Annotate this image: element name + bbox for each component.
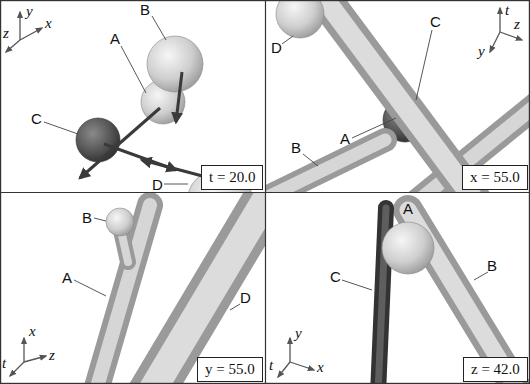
object-label: B (140, 2, 150, 17)
panel-label: x = 55.0 (470, 170, 520, 185)
axis-label: t (505, 3, 509, 18)
axis-label: z (49, 348, 55, 363)
object-label: A (110, 31, 120, 46)
panel-label-box: t = 20.0 (201, 165, 263, 190)
axis-label: y (478, 44, 485, 59)
object-label: A (340, 131, 350, 146)
axis-label: t (269, 358, 273, 373)
object-label: C (430, 14, 441, 29)
panel-label-box: x = 55.0 (462, 165, 528, 190)
axis-label: x (29, 324, 36, 339)
axis-label: y (295, 326, 302, 341)
axis-label: x (45, 16, 52, 31)
axis-label: x (317, 360, 324, 375)
object-label: C (31, 111, 42, 126)
panel-label: z = 42.0 (471, 362, 520, 377)
axis-label: t (2, 356, 6, 371)
panel-label-box: z = 42.0 (463, 357, 528, 382)
axis-label: z (514, 17, 520, 32)
object-label: D (152, 177, 163, 192)
object-label: B (487, 258, 497, 273)
panel-label-box: y = 55.0 (197, 357, 263, 382)
object-label: B (291, 140, 301, 155)
panel-label: t = 20.0 (209, 170, 255, 185)
object-label: B (82, 210, 92, 225)
panel-label: y = 55.0 (205, 362, 255, 377)
object-label: C (330, 269, 341, 284)
object-label: D (240, 290, 251, 305)
axis-label: z (3, 26, 9, 41)
axis-label: y (26, 4, 33, 19)
object-label: A (62, 270, 72, 285)
object-label: A (403, 201, 413, 216)
object-label: D (271, 40, 282, 55)
